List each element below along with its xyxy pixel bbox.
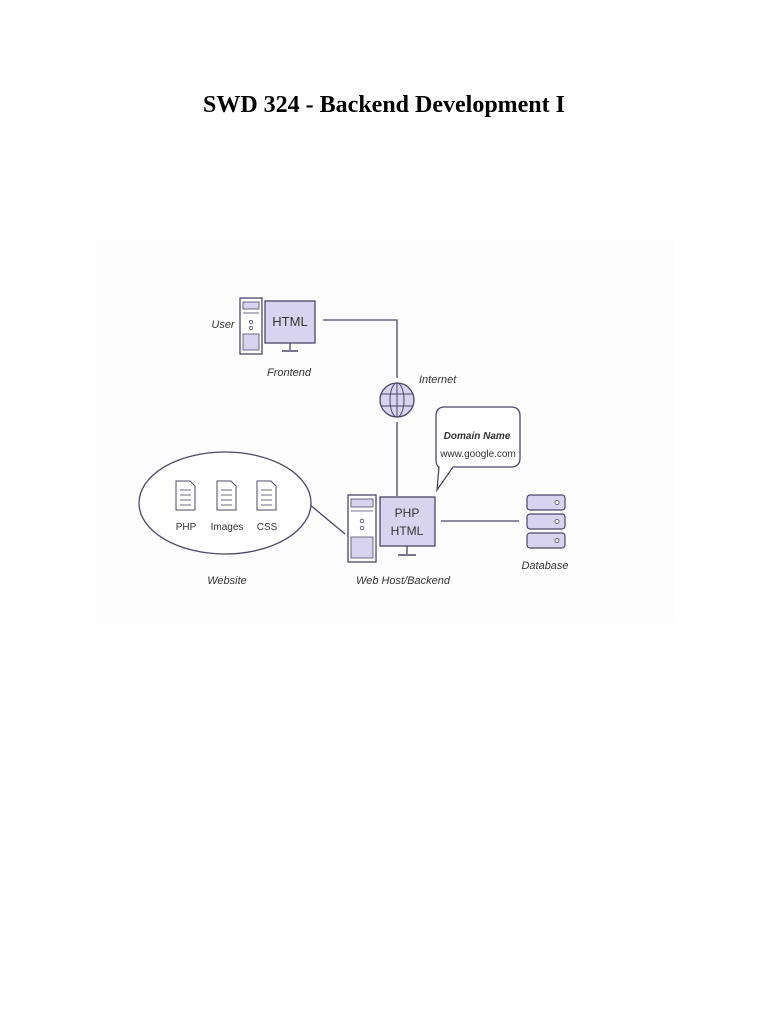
architecture-diagram: HTML User Frontend Internet Domain Name … <box>95 238 675 623</box>
images-file-label: Images <box>211 522 244 533</box>
frontend-label: Frontend <box>267 367 312 379</box>
globe-icon <box>379 382 415 418</box>
php-file-label: PHP <box>176 522 197 533</box>
backend-label: Web Host/Backend <box>356 575 451 587</box>
php-file-icon <box>175 480 196 511</box>
internet-label: Internet <box>419 374 457 386</box>
user-label: User <box>211 319 236 331</box>
images-file-icon <box>216 480 237 511</box>
frontend-screen-text: HTML <box>272 314 307 329</box>
domain-callout-value: www.google.com <box>439 449 516 460</box>
backend-screen-line1: PHP <box>395 506 420 520</box>
frontend-internet-line <box>323 319 398 378</box>
domain-callout <box>435 406 521 493</box>
css-file-label: CSS <box>257 522 278 533</box>
website-label: Website <box>207 575 247 587</box>
frontend-computer-icon <box>239 297 316 355</box>
page-title: SWD 324 - Backend Development I <box>202 92 565 118</box>
domain-callout-title: Domain Name <box>444 431 511 442</box>
css-file-icon <box>256 480 277 511</box>
website-backend-line <box>308 503 346 535</box>
backend-screen-line2: HTML <box>391 524 424 538</box>
database-label: Database <box>521 560 568 572</box>
backend-computer-icon <box>347 494 436 563</box>
database-icon <box>526 494 566 549</box>
